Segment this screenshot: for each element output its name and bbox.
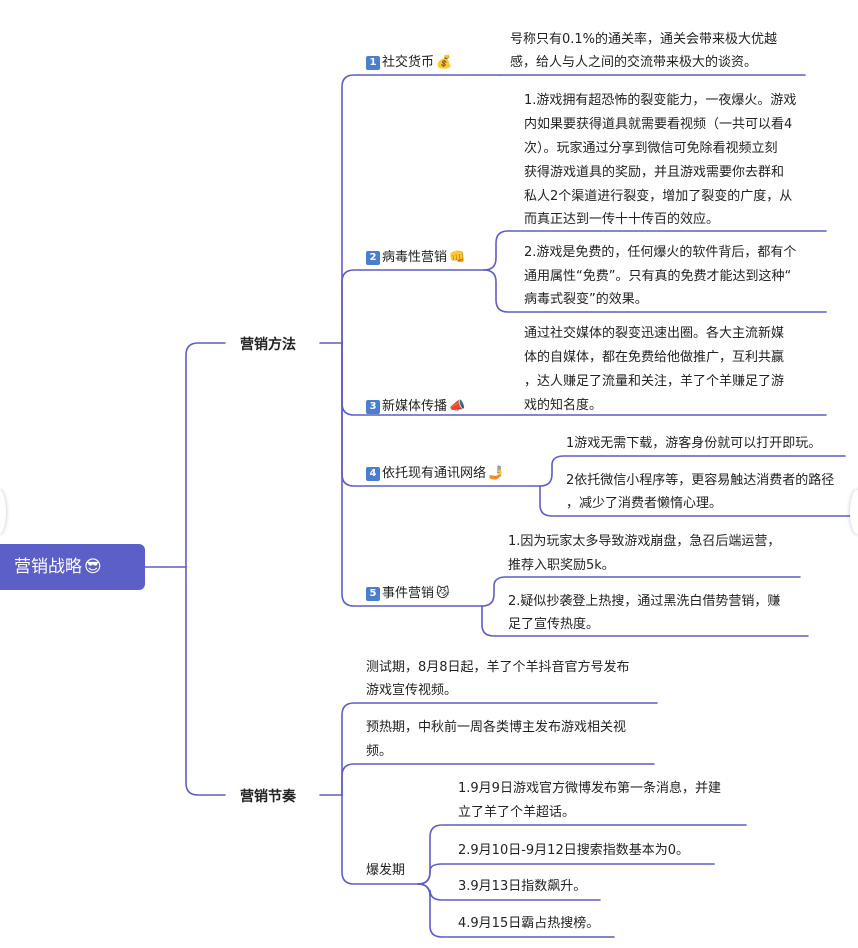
selfie-icon: 🤳 — [488, 466, 505, 481]
left-scroll-handle[interactable] — [0, 490, 6, 534]
rhythm-warmup-line-2: 频。 — [366, 744, 393, 759]
number-badge: 2 — [366, 251, 380, 265]
fist-icon: 👊 — [449, 250, 466, 265]
note-2a-line-4: 获得游戏道具的奖励，并且游戏需要你去群和 — [524, 165, 785, 180]
root-node[interactable]: 营销战略😎 — [0, 544, 145, 590]
method-label: 病毒性营销 — [382, 250, 448, 265]
megaphone-icon: 📣 — [449, 399, 466, 414]
rhythm-test-line-1: 测试期，8月8日起，羊了个羊抖音官方号发布 — [366, 660, 630, 675]
method-label: 事件营销 — [382, 586, 435, 601]
note-3-line-3: ，达人赚足了流量和关注，羊了个羊赚足了游 — [524, 374, 785, 389]
note-2a-line-2: 内如果要获得道具就需要看视频（一共可以看4 — [524, 117, 793, 132]
rhythm-outbreak-label[interactable]: 爆发期 — [366, 863, 406, 878]
note-2a-line-5: 私人2个渠道进行裂变，增加了裂变的广度，从 — [524, 189, 793, 204]
note-3-line-2: 体的自媒体，都在免费给他做推广，互利共赢 — [524, 350, 785, 365]
note-2b-line-2: 通用属性“免费”。只有真的免费才能达到这种“ — [524, 269, 792, 284]
method-label: 依托现有通讯网络 — [382, 466, 487, 481]
number-badge: 1 — [366, 56, 380, 70]
note-3-line-1: 通过社交媒体的裂变迅速出圈。各大主流新媒 — [524, 326, 785, 341]
number-badge: 5 — [366, 587, 380, 601]
outbreak-4-line-1: 4.9月15日霸占热搜榜。 — [458, 916, 600, 931]
note-1-line-1: 号称只有0.1%的通关率，通关会带来极大优越 — [510, 32, 778, 47]
rhythm-test-line-2: 游戏宣传视频。 — [366, 683, 458, 698]
note-5b-line-1: 2.疑似抄袭登上热搜，通过黑洗白借势营销，赚 — [508, 594, 781, 609]
number-badge: 4 — [366, 467, 380, 481]
note-4a-line-1: 1游戏无需下载，游客身份就可以打开即玩。 — [566, 436, 822, 451]
branch-marketing-rhythm[interactable]: 营销节奏 — [240, 789, 296, 805]
method-label: 新媒体传播 — [382, 399, 448, 414]
outbreak-2-line-1: 2.9月10日-9月12日搜索指数基本为0。 — [458, 843, 689, 858]
note-1-line-2: 感，给人与人之间的交流带来极大的谈资。 — [510, 55, 758, 70]
number-badge: 3 — [366, 400, 380, 414]
note-5b-line-2: 足了宣传热度。 — [508, 617, 600, 632]
note-5a-line-1: 1.因为玩家太多导致游戏崩盘，急召后端运营， — [508, 534, 781, 549]
note-2a-line-1: 1.游戏拥有超恐怖的裂变能力，一夜爆火。游戏 — [524, 93, 797, 108]
note-5a-line-2: 推荐入职奖励5k。 — [508, 558, 615, 573]
note-2b-line-3: 病毒式裂变”的效果。 — [524, 292, 648, 307]
outbreak-1-line-2: 立了羊了个羊超话。 — [458, 805, 576, 820]
cat-face-icon: 😼 — [436, 586, 450, 601]
right-scroll-handle[interactable] — [850, 490, 858, 534]
outbreak-1-line-1: 1.9月9日游戏官方微博发布第一条消息，并建 — [458, 781, 721, 796]
note-4b-line-1: 2依托微信小程序等，更容易触达消费者的路径 — [566, 473, 835, 488]
rhythm-warmup-line-1: 预热期，中秋前一周各类博主发布游戏相关视 — [366, 720, 627, 735]
outbreak-3-line-1: 3.9月13日指数飙升。 — [458, 879, 587, 894]
money-bag-icon: 💰 — [436, 55, 453, 70]
note-2a-line-3: 次）。玩家通过分享到微信可免除看视频立刻 — [524, 141, 778, 156]
note-2a-line-6: 而真正达到一传十十传百的效应。 — [524, 212, 720, 227]
method-label: 社交货币 — [382, 55, 435, 70]
note-3-line-4: 戏的知名度。 — [524, 398, 603, 413]
root-label: 营销战略 — [14, 557, 82, 577]
branch-marketing-methods[interactable]: 营销方法 — [240, 337, 296, 353]
note-4b-line-2: ，减少了消费者懒惰心理。 — [566, 496, 723, 511]
note-2b-line-1: 2.游戏是免费的，任何爆火的软件背后，都有个 — [524, 245, 797, 260]
root-emoji-icon: 😎 — [84, 557, 102, 577]
